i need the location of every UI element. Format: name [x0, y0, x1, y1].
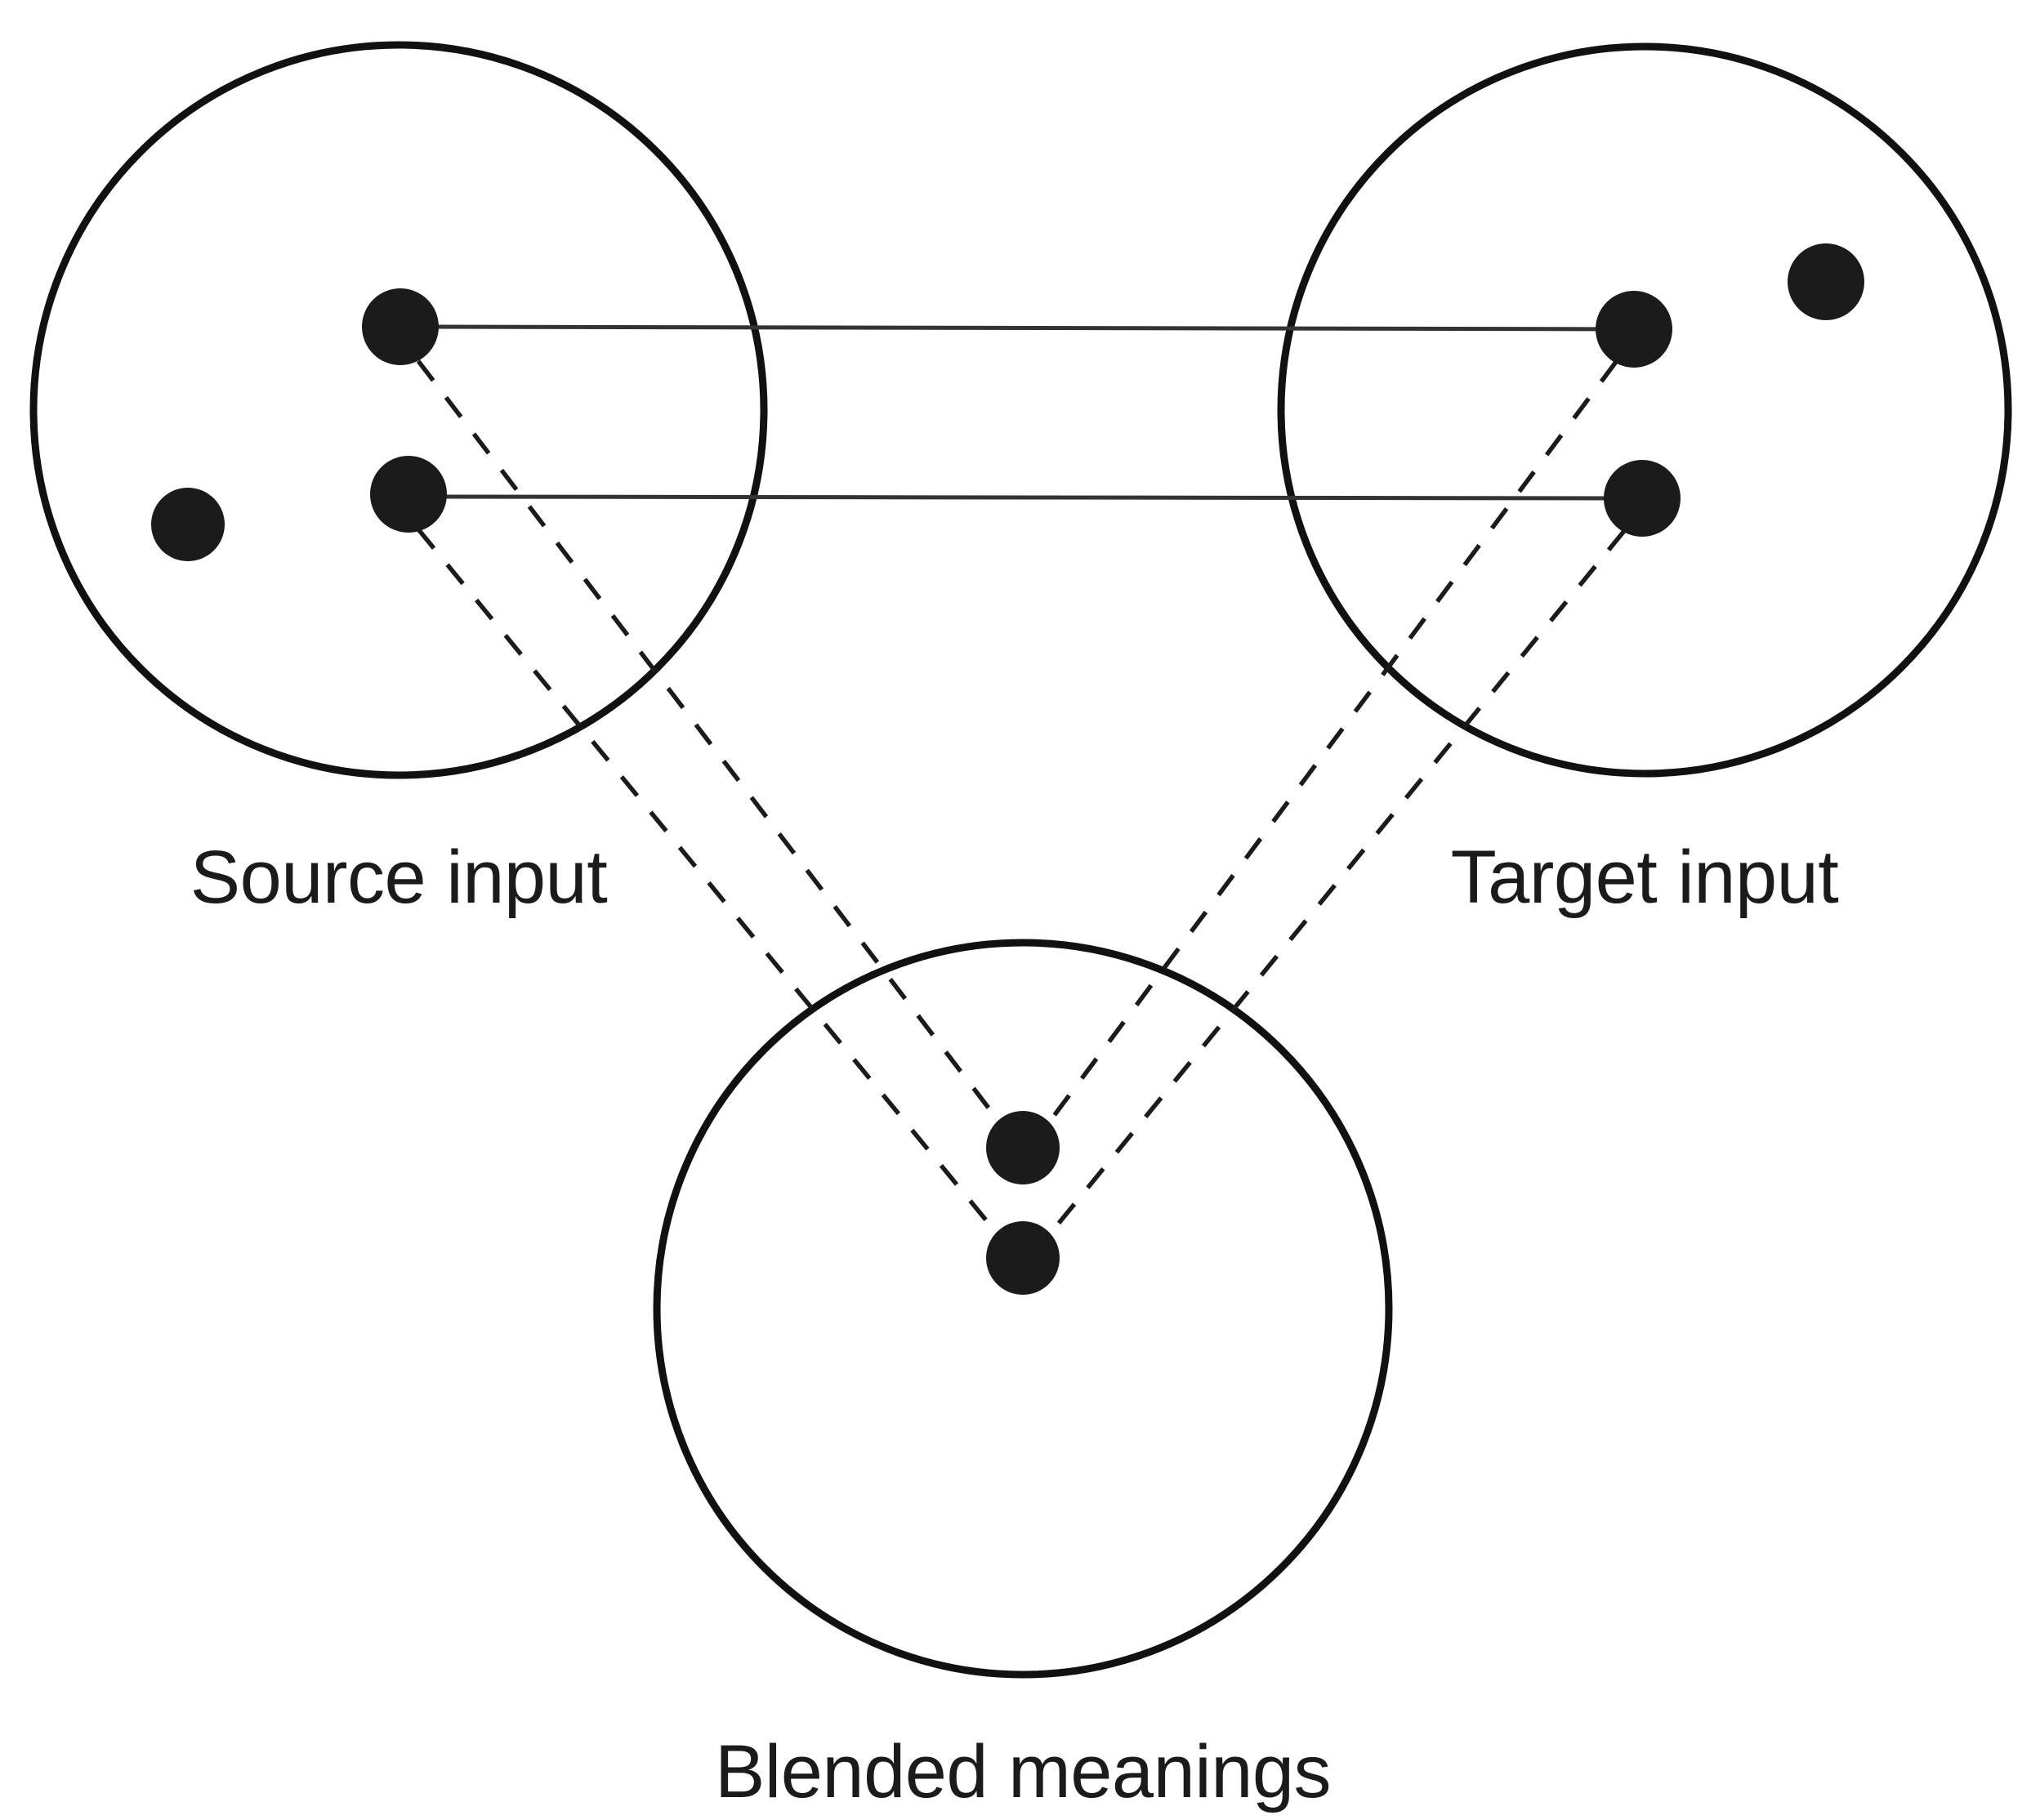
- projection-line-source-lower: [416, 528, 1001, 1237]
- projection-line-source-upper: [416, 359, 1001, 1122]
- source-element-dot-outer[interactable]: [151, 488, 225, 561]
- blend-element-dot-upper[interactable]: [986, 1111, 1060, 1184]
- blend-element-dot-lower[interactable]: [986, 1221, 1060, 1295]
- source-element-dot-upper[interactable]: [362, 288, 439, 365]
- blended-meanings-circle[interactable]: [653, 939, 1393, 1679]
- target-element-dot-lower[interactable]: [1604, 460, 1681, 537]
- source-input-circle[interactable]: [29, 41, 768, 779]
- blended-meanings-label: Blended meanings: [715, 1730, 1331, 1813]
- target-element-dot-upper[interactable]: [1596, 291, 1672, 368]
- projection-line-target-upper: [1047, 360, 1618, 1124]
- mapping-line-upper: [432, 324, 1633, 332]
- target-input-circle[interactable]: [1277, 42, 2012, 778]
- source-element-dot-lower[interactable]: [370, 456, 447, 533]
- projection-line-target-lower: [1047, 529, 1627, 1237]
- mapping-line-lower: [440, 494, 1639, 501]
- source-input-label: Source input: [190, 836, 608, 919]
- target-element-dot-outer[interactable]: [1788, 243, 1864, 320]
- target-input-label: Target input: [1451, 836, 1839, 919]
